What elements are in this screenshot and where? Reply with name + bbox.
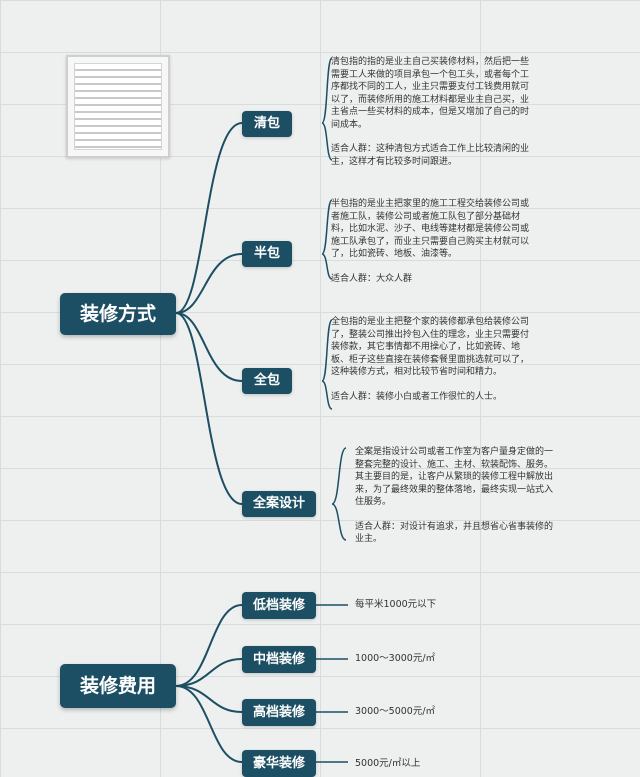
- branch-node-banbao: 半包: [242, 241, 292, 267]
- audience-text: 适合人群：装修小白或者工作很忙的人士。: [331, 391, 536, 404]
- branch-node-luxury: 豪华装修: [242, 750, 316, 777]
- branch-desc-quanbao: 全包指的是业主把整个家的装修都承包给装修公司了，整装公司推出拎包入住的理念，业主…: [331, 316, 536, 403]
- audience-text: 适合人群：大众人群: [331, 273, 536, 286]
- fee-value-mid-range: 1000～3000元/㎡: [355, 652, 435, 666]
- description-text: 半包指的是业主把家里的施工工程交给装修公司或者施工队，装修公司或者施工队包了部分…: [331, 198, 536, 261]
- branch-desc-banbao: 半包指的是业主把家里的施工工程交给装修公司或者施工队，装修公司或者施工队包了部分…: [331, 198, 536, 285]
- branch-node-mid-range: 中档装修: [242, 646, 316, 673]
- root-node-renovation-costs: 装修费用: [60, 664, 176, 708]
- branch-node-low-end: 低档装修: [242, 592, 316, 619]
- connector-high: [176, 686, 242, 712]
- connector-quanan: [176, 313, 242, 504]
- bracket-quanan: [332, 448, 346, 540]
- branch-node-quanbao: 全包: [242, 368, 292, 394]
- connector-mid: [176, 659, 242, 686]
- root-node-renovation-methods: 装修方式: [60, 293, 176, 335]
- branch-desc-qingbao: 清包指的指的是业主自己买装修材料，然后把一些需要工人来做的项目承包一个包工头，或…: [331, 56, 536, 168]
- branch-desc-quanan: 全案是指设计公司或者工作室为客户量身定做的一整套完整的设计、施工、主材、软装配饰…: [355, 446, 560, 546]
- fee-value-low-end: 每平米1000元以下: [355, 598, 436, 612]
- branch-node-high-end: 高档装修: [242, 699, 316, 726]
- description-text: 全案是指设计公司或者工作室为客户量身定做的一整套完整的设计、施工、主材、软装配饰…: [355, 446, 560, 509]
- branch-node-qingbao: 清包: [242, 111, 292, 137]
- branch-node-quanan: 全案设计: [242, 491, 316, 517]
- description-text: 清包指的指的是业主自己买装修材料，然后把一些需要工人来做的项目承包一个包工头，或…: [331, 56, 536, 131]
- connector-qingbao: [176, 123, 242, 313]
- audience-text: 适合人群：对设计有追求，并且想省心省事装修的业主。: [355, 521, 560, 546]
- fee-value-luxury: 5000元/㎡以上: [355, 757, 420, 771]
- fee-value-high-end: 3000～5000元/㎡: [355, 705, 435, 719]
- description-text: 全包指的是业主把整个家的装修都承包给装修公司了，整装公司推出拎包入住的理念，业主…: [331, 316, 536, 379]
- audience-text: 适合人群：这种清包方式适合工作上比较清闲的业主，这样才有比较多时间跟进。: [331, 143, 536, 168]
